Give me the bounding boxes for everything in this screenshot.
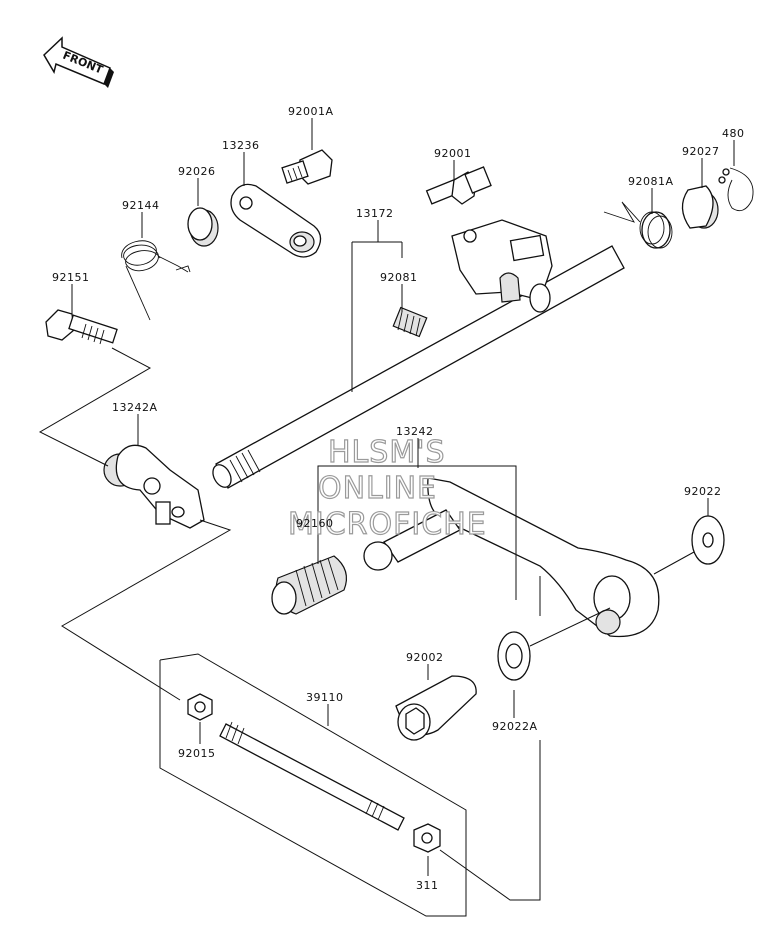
clamp-13242a-drawing — [103, 444, 205, 529]
label-13172: 13172 — [356, 207, 394, 220]
label-13242a: 13242A — [112, 401, 158, 414]
nut-311-drawing — [413, 823, 441, 853]
label-39110: 39110 — [306, 691, 344, 704]
spring-92144-drawing — [121, 240, 191, 321]
label-480: 480 — [722, 127, 745, 140]
label-92160: 92160 — [296, 517, 334, 530]
lever-13236-drawing — [230, 183, 322, 258]
watermark-line-3: MICROFICHE — [288, 507, 487, 542]
rubber-92160-drawing — [271, 555, 347, 615]
label-92026: 92026 — [178, 165, 216, 178]
label-92002: 92002 — [406, 651, 444, 664]
label-92144: 92144 — [122, 199, 160, 212]
bolt-92001-drawing — [425, 166, 492, 205]
label-92151: 92151 — [52, 271, 90, 284]
spring-92081-drawing — [392, 306, 428, 338]
washer-92022-drawing — [691, 515, 725, 565]
nut-92015-drawing — [187, 693, 213, 721]
rod-39110-drawing — [219, 721, 405, 831]
label-92022a: 92022A — [492, 720, 538, 733]
pedal-lever-13242-drawing — [363, 477, 660, 638]
bolt-92002-drawing — [395, 675, 477, 741]
label-92022: 92022 — [684, 485, 722, 498]
watermark: HLSM'S ONLINE MICROFICHE — [287, 434, 487, 542]
watermark-line-1: HLSM'S — [328, 435, 446, 470]
spring-92081a-drawing — [603, 201, 673, 249]
shift-shaft-13172-drawing — [212, 219, 625, 489]
label-92001a: 92001A — [288, 105, 334, 118]
label-92081: 92081 — [380, 271, 418, 284]
circlip-480-drawing — [718, 167, 754, 212]
watermark-line-2: ONLINE — [318, 471, 437, 506]
washer-92022a-drawing — [497, 631, 531, 681]
bushing-92027-drawing — [681, 185, 719, 229]
label-92081a: 92081A — [628, 175, 674, 188]
label-13242: 13242 — [396, 425, 434, 438]
label-311: 311 — [416, 879, 439, 892]
bolt-92151-drawing — [45, 309, 118, 345]
bolt-92001a-drawing — [281, 149, 333, 185]
leader-lines — [38, 118, 735, 917]
label-13236: 13236 — [222, 139, 260, 152]
washer-92026-drawing — [187, 207, 219, 247]
label-92015: 92015 — [178, 747, 216, 760]
part-labels: 92001A 13236 92026 92144 92151 13242A 92… — [52, 105, 745, 892]
label-92001: 92001 — [434, 147, 472, 160]
label-92027: 92027 — [682, 145, 720, 158]
front-arrow-icon: FRONT — [43, 36, 114, 88]
